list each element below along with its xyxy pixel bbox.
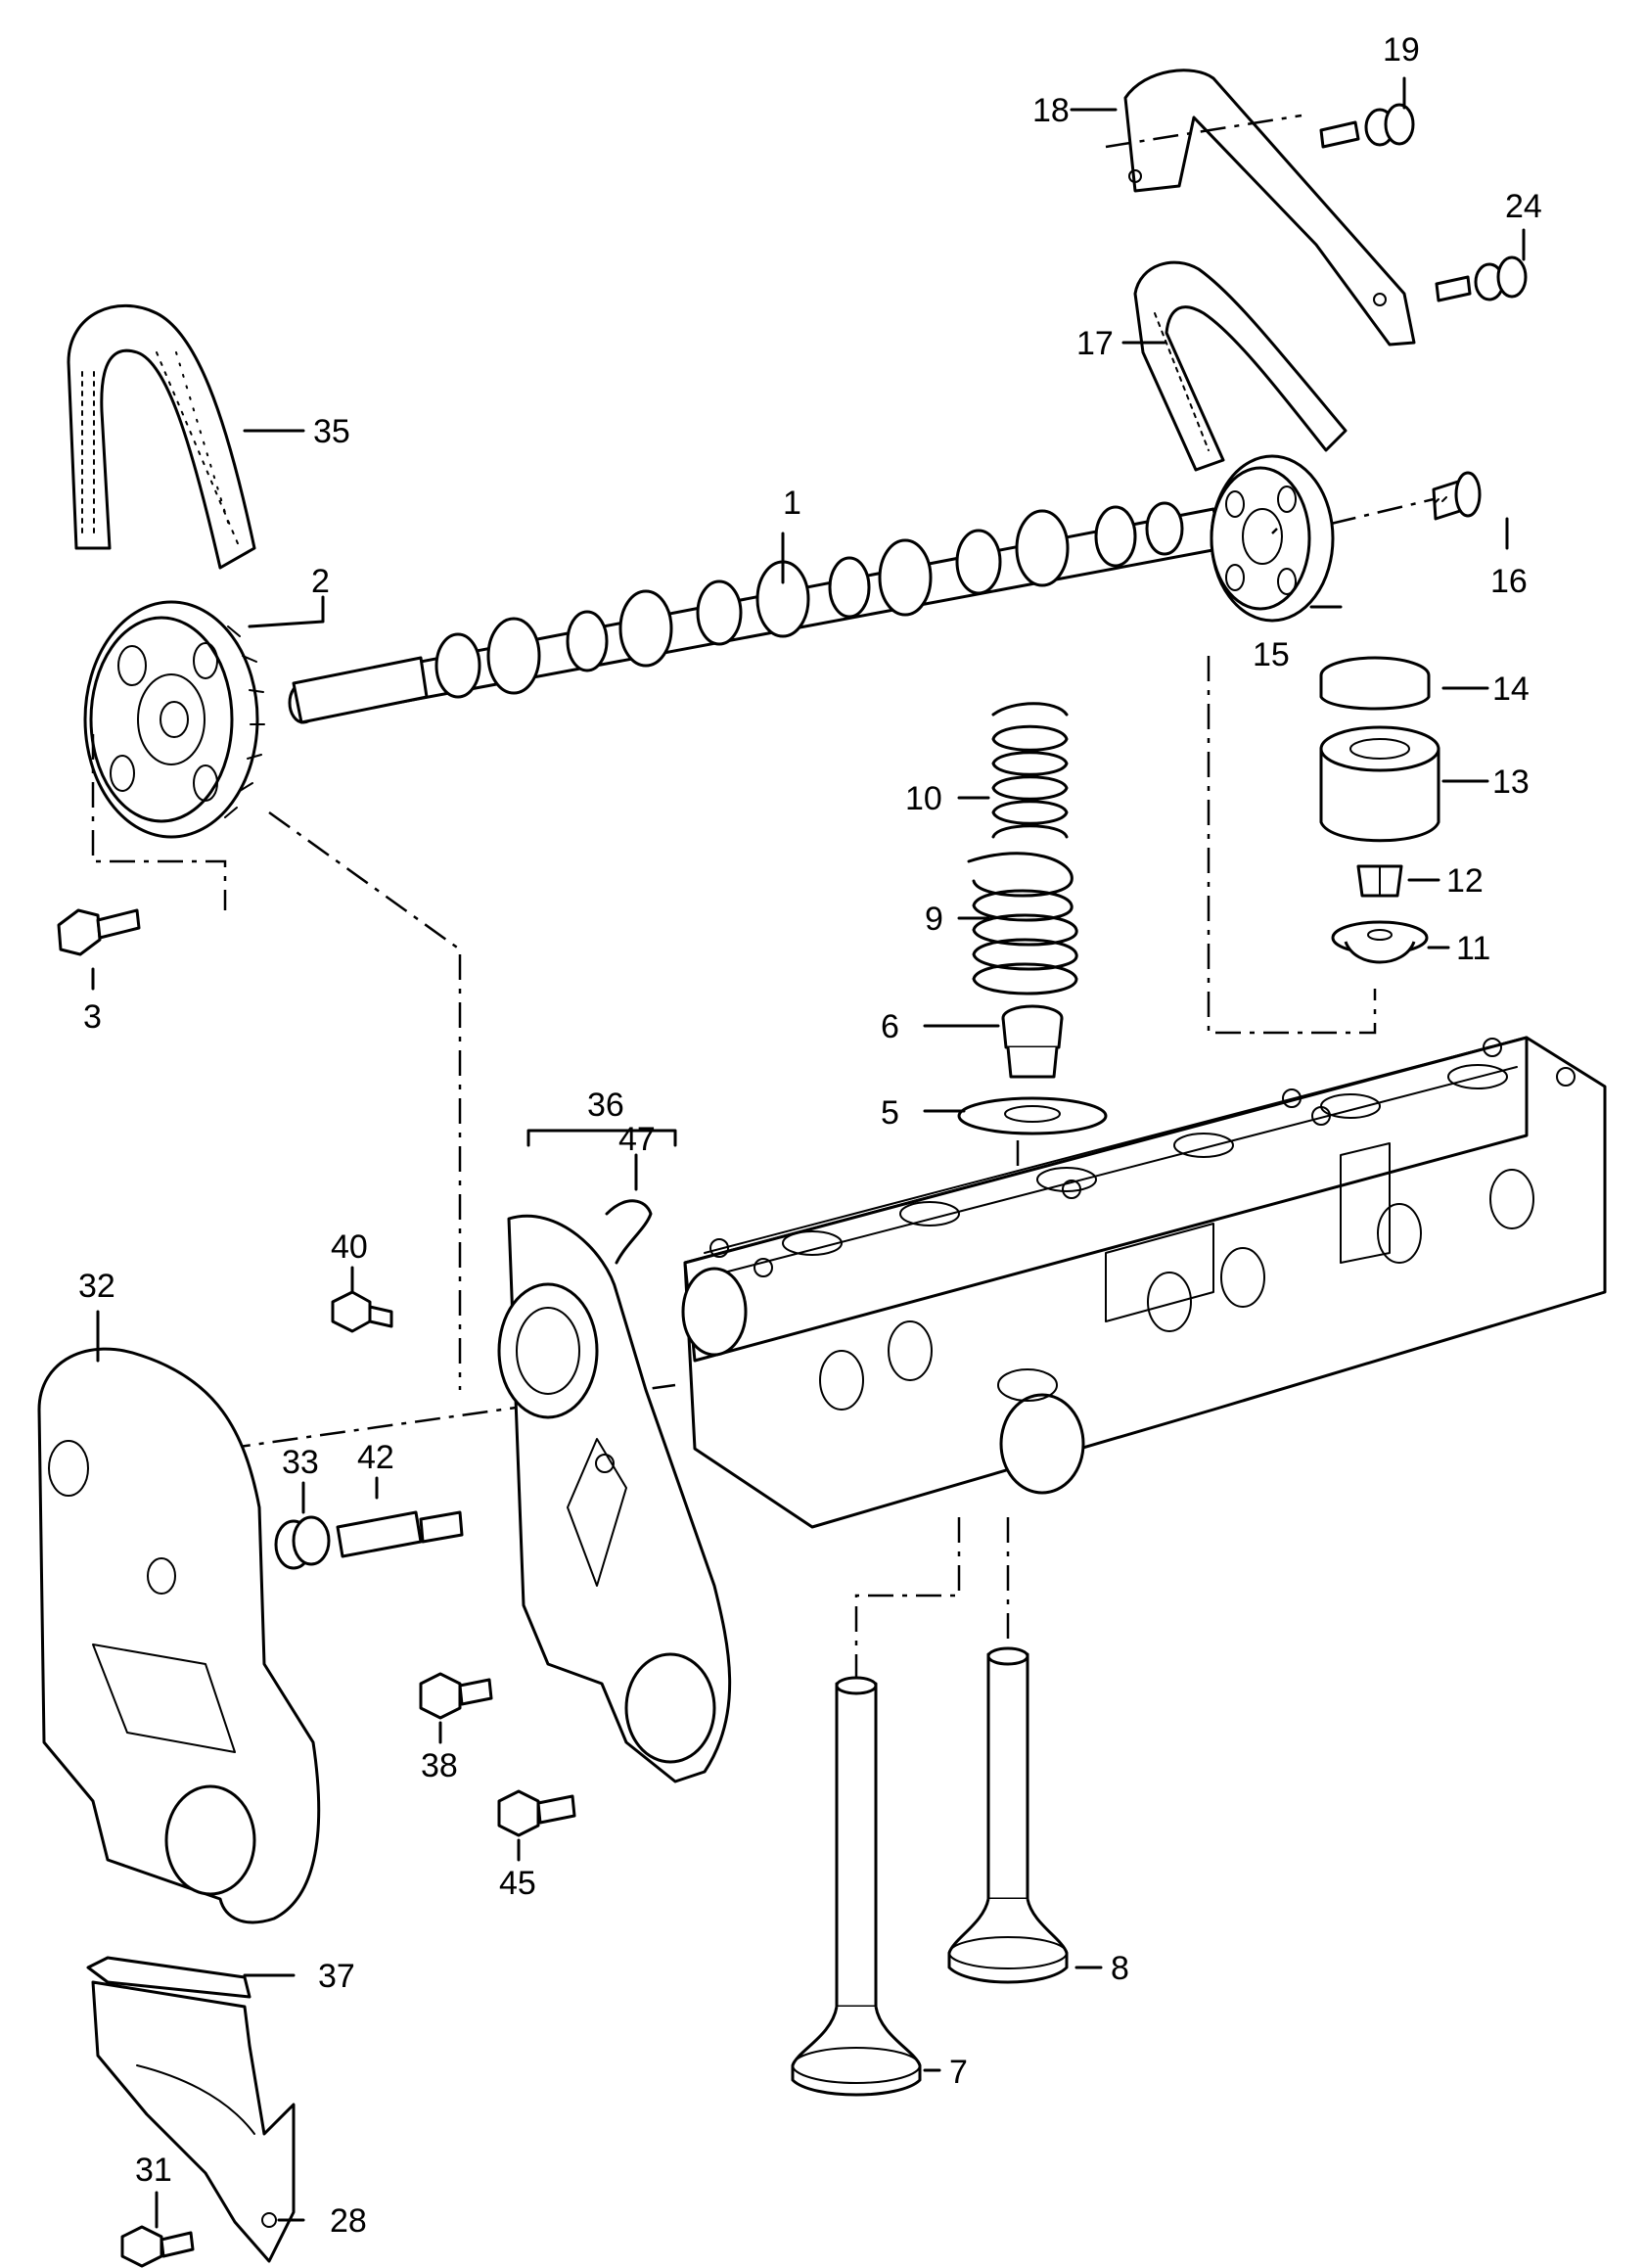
callout-labels: 1 2 3 5 6 7 8 9 10 11 12 13 14 15 16 17 … (78, 31, 1542, 2240)
callout-47: 47 (618, 1121, 656, 1158)
callout-18: 18 (1032, 92, 1070, 129)
bolt-31 (120, 2225, 195, 2268)
callout-32: 32 (78, 1268, 115, 1305)
cylinder-head (681, 1036, 1607, 1529)
callout-31: 31 (135, 2152, 172, 2189)
bolt-24 (1435, 255, 1528, 302)
callout-42: 42 (357, 1439, 394, 1476)
callout-3: 3 (83, 998, 102, 1036)
callout-7: 7 (949, 2054, 968, 2091)
valve-7 (791, 1676, 922, 2097)
front-timing-cover (37, 1347, 321, 1924)
bucket-shim (1319, 656, 1431, 711)
callout-12: 12 (1446, 862, 1484, 900)
callout-5: 5 (881, 1094, 899, 1132)
valve-cotters (1356, 864, 1403, 898)
assembly-lines (91, 114, 1435, 1684)
toothed-belt-left (67, 303, 256, 570)
callout-10: 10 (905, 780, 942, 817)
callout-14: 14 (1492, 671, 1530, 708)
callout-11: 11 (1456, 930, 1490, 967)
rear-timing-cover (497, 1214, 732, 1783)
nut-33 (274, 1515, 331, 1570)
bolt-16 (1432, 471, 1482, 521)
bolt-3 (57, 908, 141, 956)
valve-stem-seal (1001, 1004, 1064, 1079)
callout-13: 13 (1492, 764, 1530, 801)
camshaft (288, 501, 1225, 724)
callout-2: 2 (311, 563, 330, 600)
callout-38: 38 (421, 1747, 458, 1784)
callout-6: 6 (881, 1008, 899, 1045)
bolt-38 (419, 1672, 493, 1720)
callout-1: 1 (783, 485, 801, 522)
stud-42 (336, 1510, 464, 1558)
callout-45: 45 (499, 1865, 536, 1902)
callout-9: 9 (925, 901, 943, 938)
callout-8: 8 (1111, 1950, 1129, 1987)
leader-lines (91, 76, 1526, 2229)
valve-8 (947, 1646, 1069, 1984)
callout-19: 19 (1383, 31, 1420, 69)
toothed-belt-right (1133, 260, 1348, 472)
bolt-40 (331, 1290, 393, 1333)
callout-36: 36 (587, 1087, 624, 1124)
callout-33: 33 (282, 1444, 319, 1481)
callout-28: 28 (330, 2202, 367, 2240)
valve-spring-seat (957, 1096, 1108, 1135)
valve-spring-retainer (1331, 920, 1429, 964)
bolt-45 (497, 1789, 576, 1837)
callout-24: 24 (1505, 188, 1542, 225)
head-bolts (709, 1038, 1576, 1277)
callout-35: 35 (313, 413, 350, 450)
exhaust-ports (819, 1169, 1534, 1411)
clip-47 (605, 1199, 653, 1265)
callout-15: 15 (1253, 636, 1290, 673)
callout-40: 40 (331, 1228, 368, 1266)
bucket-tappet (1319, 725, 1440, 843)
lower-cover (91, 1980, 296, 2263)
bolt-19 (1319, 103, 1415, 149)
camshaft-sprocket-left (83, 600, 265, 839)
callout-37: 37 (318, 1958, 355, 1995)
seal-strip-37 (86, 1956, 251, 1999)
camshaft-sprocket-right (1210, 454, 1335, 623)
callout-16: 16 (1490, 563, 1528, 600)
valve-spring-inner (991, 702, 1069, 839)
valve-spring-outer (967, 852, 1078, 995)
bracket (1123, 69, 1416, 347)
callout-17: 17 (1076, 325, 1114, 362)
